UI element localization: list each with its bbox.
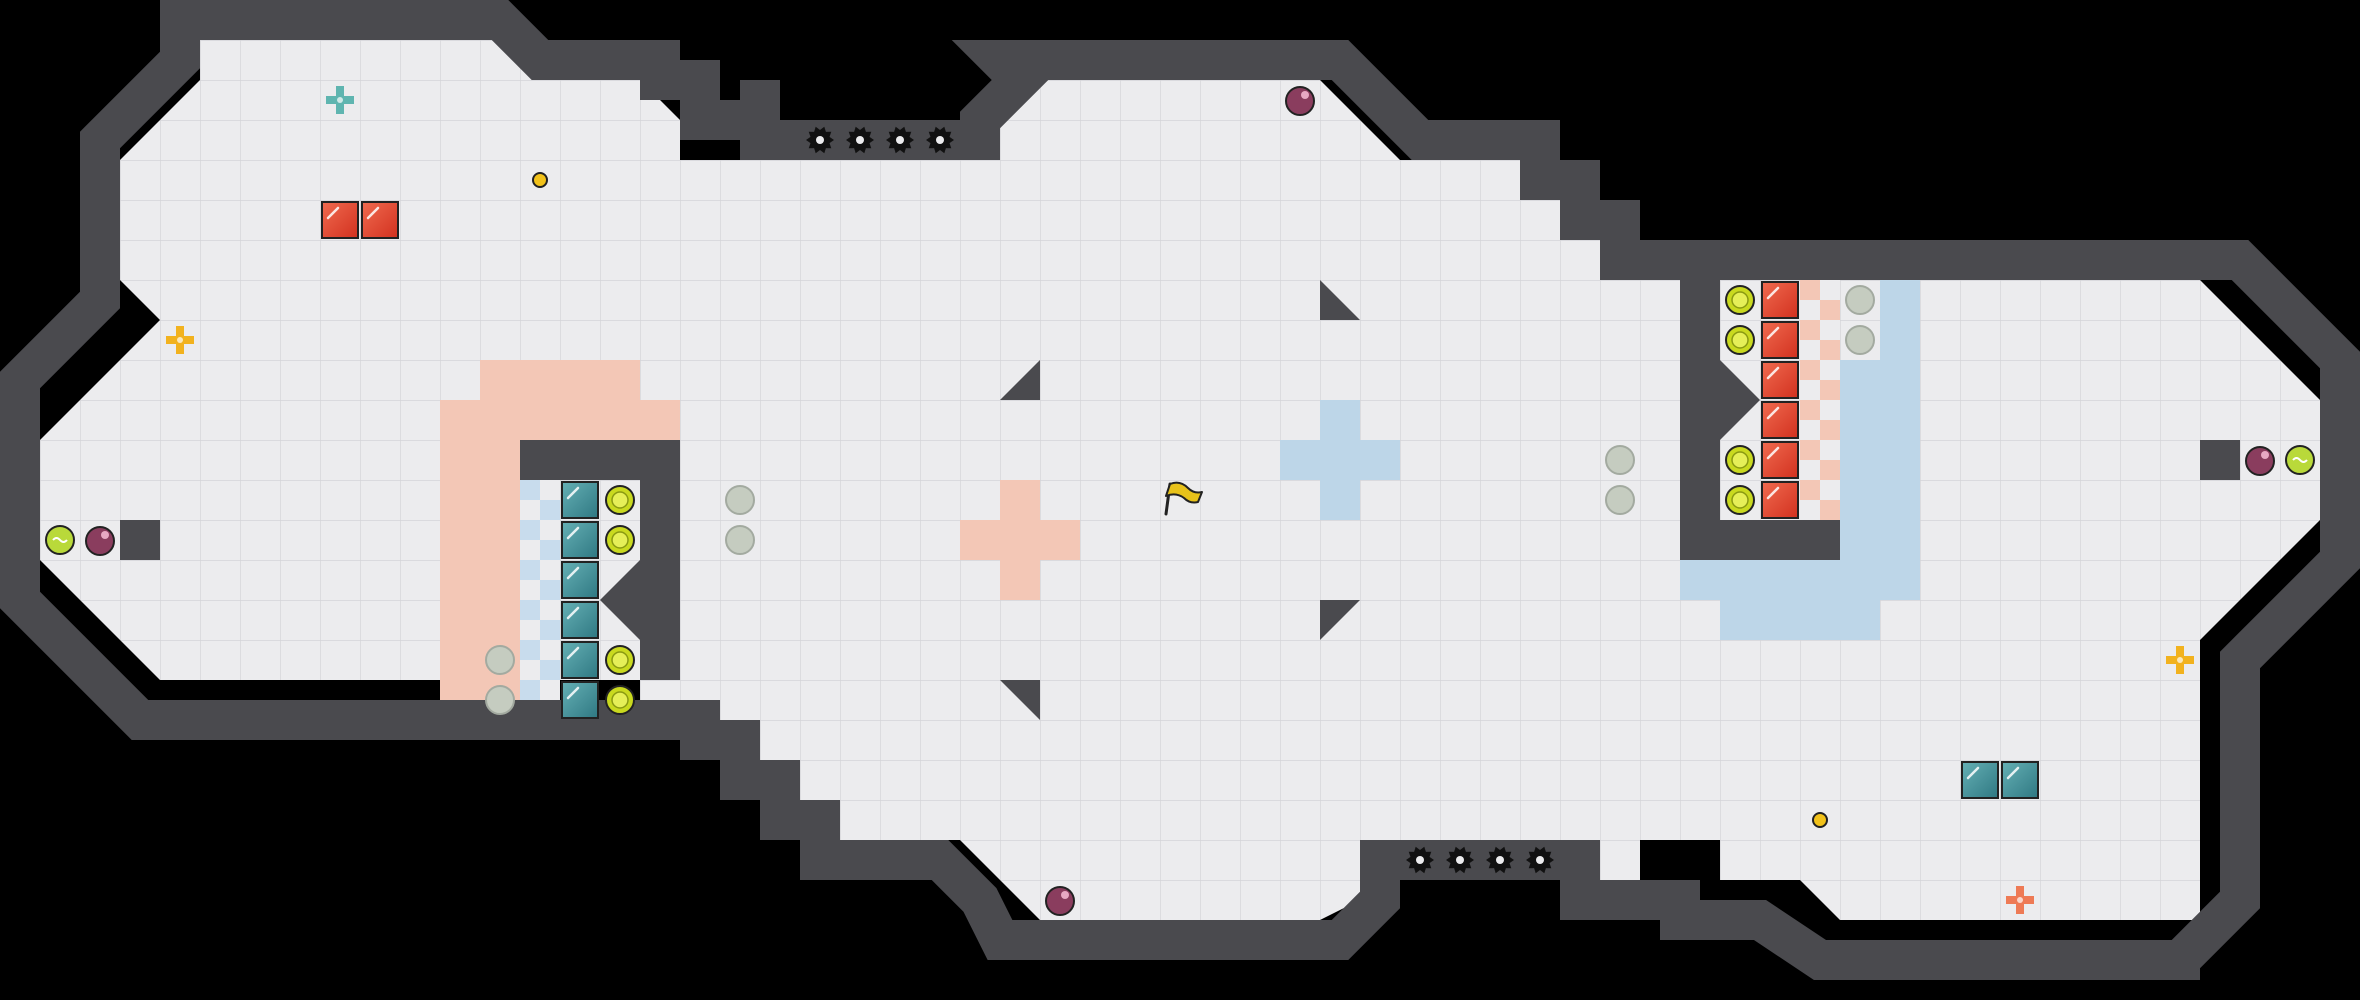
red-block — [1761, 361, 1799, 399]
red-block — [1761, 281, 1799, 319]
wall-west-block — [120, 520, 160, 560]
floor-central-hall — [760, 80, 1640, 920]
inactive-switch — [485, 685, 515, 715]
ramp-se — [1320, 600, 1360, 640]
coin — [1812, 812, 1828, 828]
inactive-switch — [1845, 285, 1875, 315]
red-block — [321, 201, 359, 239]
blue-checker-zone-west — [520, 480, 560, 720]
spike-mine — [926, 126, 954, 154]
teal-block — [561, 601, 599, 639]
yellow-switch — [605, 485, 635, 515]
orange-cross-pickup — [2006, 886, 2034, 914]
zone-layer — [440, 280, 1920, 720]
entity-layer — [45, 86, 2315, 916]
teal-block — [561, 681, 599, 719]
inactive-switch — [725, 525, 755, 555]
inactive-switch — [725, 485, 755, 515]
red-block — [1761, 321, 1799, 359]
coin — [532, 172, 548, 188]
ramp-nw — [1000, 360, 1040, 400]
enemy-blob — [85, 526, 115, 556]
spike-mine — [886, 126, 914, 154]
red-block — [1761, 401, 1799, 439]
ramp-ne — [1320, 280, 1360, 320]
teal-cross-pickup — [326, 86, 354, 114]
enemy-blob — [2245, 446, 2275, 476]
yellow-switch — [605, 645, 635, 675]
wall-west-outer — [0, 0, 2200, 980]
blue-zone-central-plus — [1280, 400, 1400, 520]
enemy-blob — [1045, 886, 1075, 916]
wall-north-outer — [740, 40, 2360, 975]
red-block — [1761, 481, 1799, 519]
teal-block — [2001, 761, 2039, 799]
red-zone-central-plus — [960, 480, 1080, 600]
yellow-cross-pickup — [2166, 646, 2194, 674]
red-zone-west — [440, 360, 680, 720]
wall-east-block — [2200, 440, 2240, 480]
inactive-switch — [1605, 485, 1635, 515]
red-block — [1761, 441, 1799, 479]
yellow-cross-pickup — [166, 326, 194, 354]
teal-block — [561, 521, 599, 559]
yellow-switch — [1725, 285, 1755, 315]
inactive-switch — [1605, 445, 1635, 475]
goal-flag — [1164, 481, 1203, 516]
wall-east-inner — [1680, 280, 1840, 560]
red-checker-zone-east — [1800, 280, 1840, 520]
yellow-switch — [605, 685, 635, 715]
yellow-switch — [1725, 325, 1755, 355]
teal-block — [1961, 761, 1999, 799]
enemy-blob — [1285, 86, 1315, 116]
spike-mine — [806, 126, 834, 154]
wall-west-inner — [520, 440, 680, 680]
spike-mine — [1446, 846, 1474, 874]
ramp-sw — [1000, 680, 1040, 720]
spike-mine — [1526, 846, 1554, 874]
green-switch — [45, 525, 75, 555]
inactive-switch — [1845, 325, 1875, 355]
inactive-switch — [485, 645, 515, 675]
teal-block — [561, 561, 599, 599]
yellow-switch — [1725, 485, 1755, 515]
spike-mine — [1406, 846, 1434, 874]
spike-mine — [846, 126, 874, 154]
yellow-switch — [1725, 445, 1755, 475]
teal-block — [561, 641, 599, 679]
yellow-switch — [605, 525, 635, 555]
inner-walls — [120, 280, 2240, 720]
teal-block — [561, 481, 599, 519]
red-block — [361, 201, 399, 239]
blue-zone-east — [1680, 280, 1920, 640]
spike-mine — [1486, 846, 1514, 874]
green-switch — [2285, 445, 2315, 475]
